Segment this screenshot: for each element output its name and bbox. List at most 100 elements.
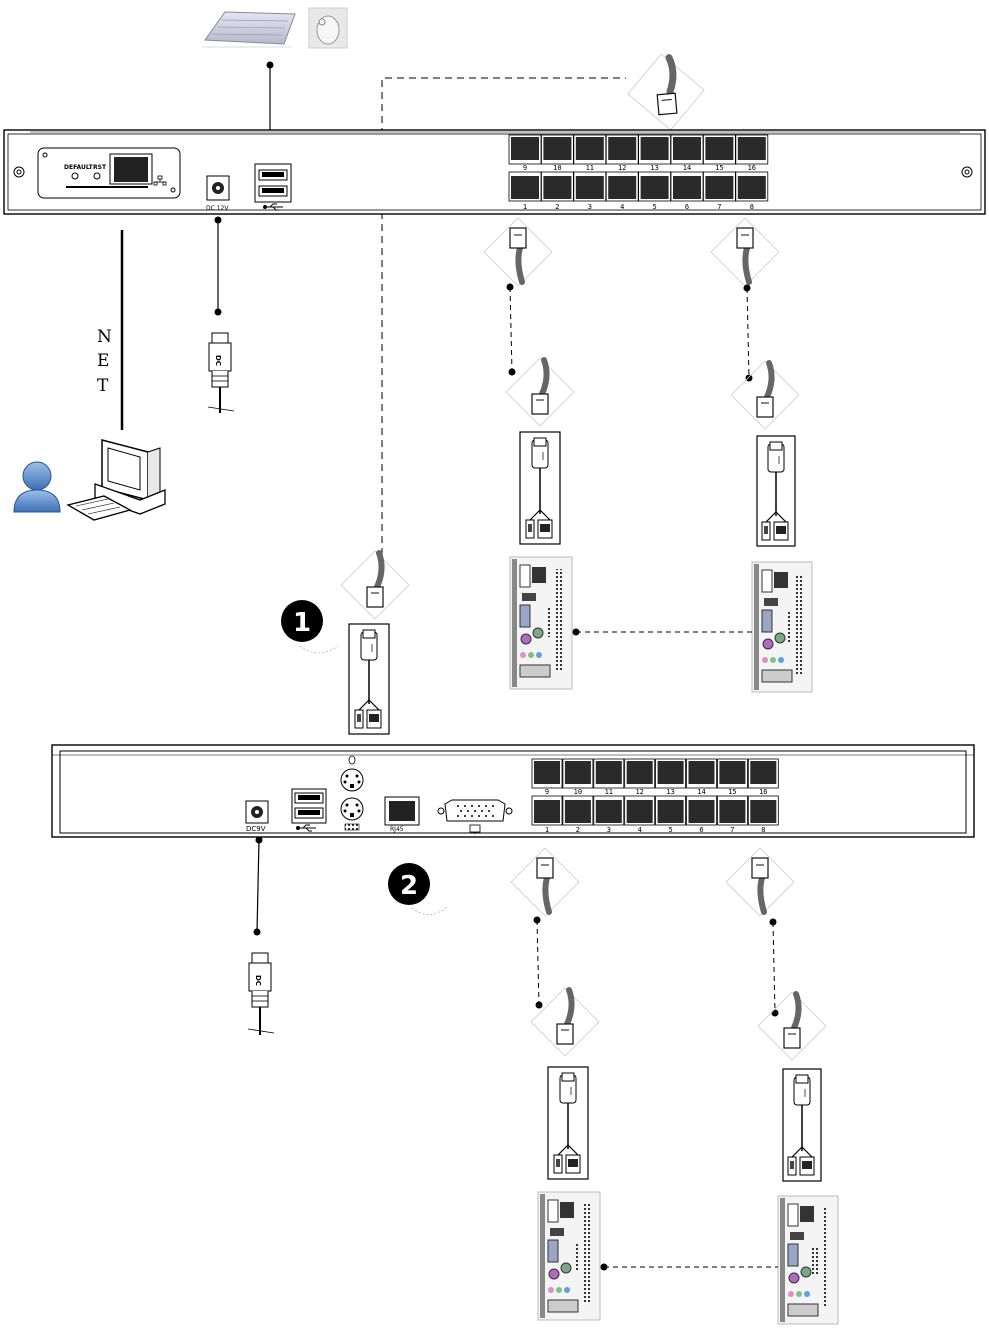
rj45-port-1[interactable]: [509, 172, 541, 201]
kvm-dongle-icon: [349, 624, 389, 734]
rj45-plug-icon: [341, 551, 409, 619]
rj45-port-14[interactable]: [671, 135, 703, 164]
port-label: 2: [555, 203, 559, 211]
rj45-port-10[interactable]: [541, 135, 573, 164]
rj45-port-2[interactable]: [541, 172, 573, 201]
port-label: 2: [576, 826, 580, 834]
dc-power-jack[interactable]: [246, 801, 268, 823]
rj45-plug-icon: [531, 988, 599, 1056]
rj45-port-13[interactable]: [639, 135, 671, 164]
port-label: 8: [750, 203, 754, 211]
rj45-port-6[interactable]: [671, 172, 703, 201]
rj45-port-14[interactable]: [687, 759, 717, 788]
step-badge-1: 1: [281, 600, 338, 653]
port-label: 13: [650, 164, 658, 172]
port-label: 8: [761, 826, 765, 834]
port-label: 5: [652, 203, 656, 211]
rj45-port-4[interactable]: [625, 796, 655, 825]
rj45-plug-icon: [625, 51, 708, 134]
keyboard-icon: [345, 824, 359, 830]
rj45-port[interactable]: [385, 797, 419, 825]
dc-power-plug-icon: DC: [208, 333, 234, 413]
rj45-port-16[interactable]: [748, 759, 778, 788]
port-label: 9: [523, 164, 527, 172]
vga-port[interactable]: [438, 800, 512, 821]
dc-power-plug-icon: DC: [248, 953, 274, 1035]
rj45-port-15[interactable]: [703, 135, 735, 164]
mouse-icon: [309, 8, 347, 48]
kvm-switch-unit-2: DC9V: [52, 745, 974, 837]
rj45-port-3[interactable]: [574, 172, 606, 201]
rj45-port-1[interactable]: [532, 796, 562, 825]
rj45-port-9[interactable]: [509, 135, 541, 164]
svg-text:DC: DC: [254, 975, 262, 986]
dc-9v-label: DC9V: [246, 825, 266, 833]
rj45-port-12[interactable]: [625, 759, 655, 788]
port-label: 4: [638, 826, 642, 834]
port-label: 7: [717, 203, 721, 211]
kvm-switch-unit-1: DEFAULT RST DC 12V: [4, 130, 985, 214]
server-rear-panel-icon: [510, 557, 572, 689]
usb-ports[interactable]: [255, 164, 291, 202]
rj45-port-8[interactable]: [736, 172, 768, 201]
rj45-plug-icon: [484, 218, 552, 286]
rst-label: RST: [93, 164, 107, 171]
server-rear-panel-icon: [778, 1196, 838, 1324]
rj45-label: RJ45: [390, 826, 404, 833]
port-label: 11: [586, 164, 594, 172]
server-rear-panel-icon: [752, 562, 812, 692]
rj45-port-8[interactable]: [748, 796, 778, 825]
rj45-port-12[interactable]: [606, 135, 638, 164]
rj45-port-3[interactable]: [594, 796, 624, 825]
rj45-port-5[interactable]: [639, 172, 671, 201]
rj45-port-11[interactable]: [594, 759, 624, 788]
port-label: 5: [668, 826, 672, 834]
port-label: 7: [730, 826, 734, 834]
dc-12v-label: DC 12V: [206, 205, 229, 212]
svg-text:DC: DC: [214, 355, 222, 366]
rj45-port-13[interactable]: [656, 759, 686, 788]
rj45-port-4[interactable]: [606, 172, 638, 201]
rj45-plug-icon: [506, 358, 574, 426]
rj45-plug-icon: [511, 848, 579, 916]
rj45-port-2[interactable]: [563, 796, 593, 825]
kvm-dongle-icon: [783, 1069, 821, 1181]
svg-text:2: 2: [400, 871, 418, 901]
rj45-port-16[interactable]: [736, 135, 768, 164]
port-label: 12: [635, 788, 643, 796]
rj45-port-9[interactable]: [532, 759, 562, 788]
port-label: 11: [605, 788, 613, 796]
rj45-port-15[interactable]: [717, 759, 747, 788]
rj45-port-7[interactable]: [717, 796, 747, 825]
port-label: 13: [666, 788, 674, 796]
ps2-mouse-port[interactable]: [341, 769, 363, 791]
port-label: 16: [748, 164, 756, 172]
port-label: 10: [553, 164, 561, 172]
port-label: 15: [715, 164, 723, 172]
kvm-dongle-icon: [520, 432, 560, 544]
port-label: 9: [545, 788, 549, 796]
port-label: 1: [545, 826, 549, 834]
port-label: 4: [620, 203, 624, 211]
rj45-port-10[interactable]: [563, 759, 593, 788]
port-label: 10: [574, 788, 582, 796]
rj45-plug-icon: [726, 848, 794, 916]
port-label: 14: [683, 164, 691, 172]
kvm-dongle-icon: [757, 436, 795, 546]
kvm-dongle-icon: [548, 1067, 588, 1179]
svg-text:N: N: [97, 327, 112, 347]
rj45-port-6[interactable]: [687, 796, 717, 825]
usb-ports[interactable]: [292, 789, 326, 823]
svg-text:E: E: [97, 351, 109, 371]
ps2-keyboard-port[interactable]: [341, 798, 363, 820]
dc-power-jack[interactable]: [207, 176, 229, 200]
rj45-port-5[interactable]: [656, 796, 686, 825]
rj45-plug-icon: [731, 361, 799, 429]
default-label: DEFAULT: [64, 164, 94, 171]
rj45-port-11[interactable]: [574, 135, 606, 164]
rj45-port-7[interactable]: [703, 172, 735, 201]
ip-control-module: DEFAULT RST: [38, 148, 180, 198]
keyboard-icon: [202, 12, 295, 47]
